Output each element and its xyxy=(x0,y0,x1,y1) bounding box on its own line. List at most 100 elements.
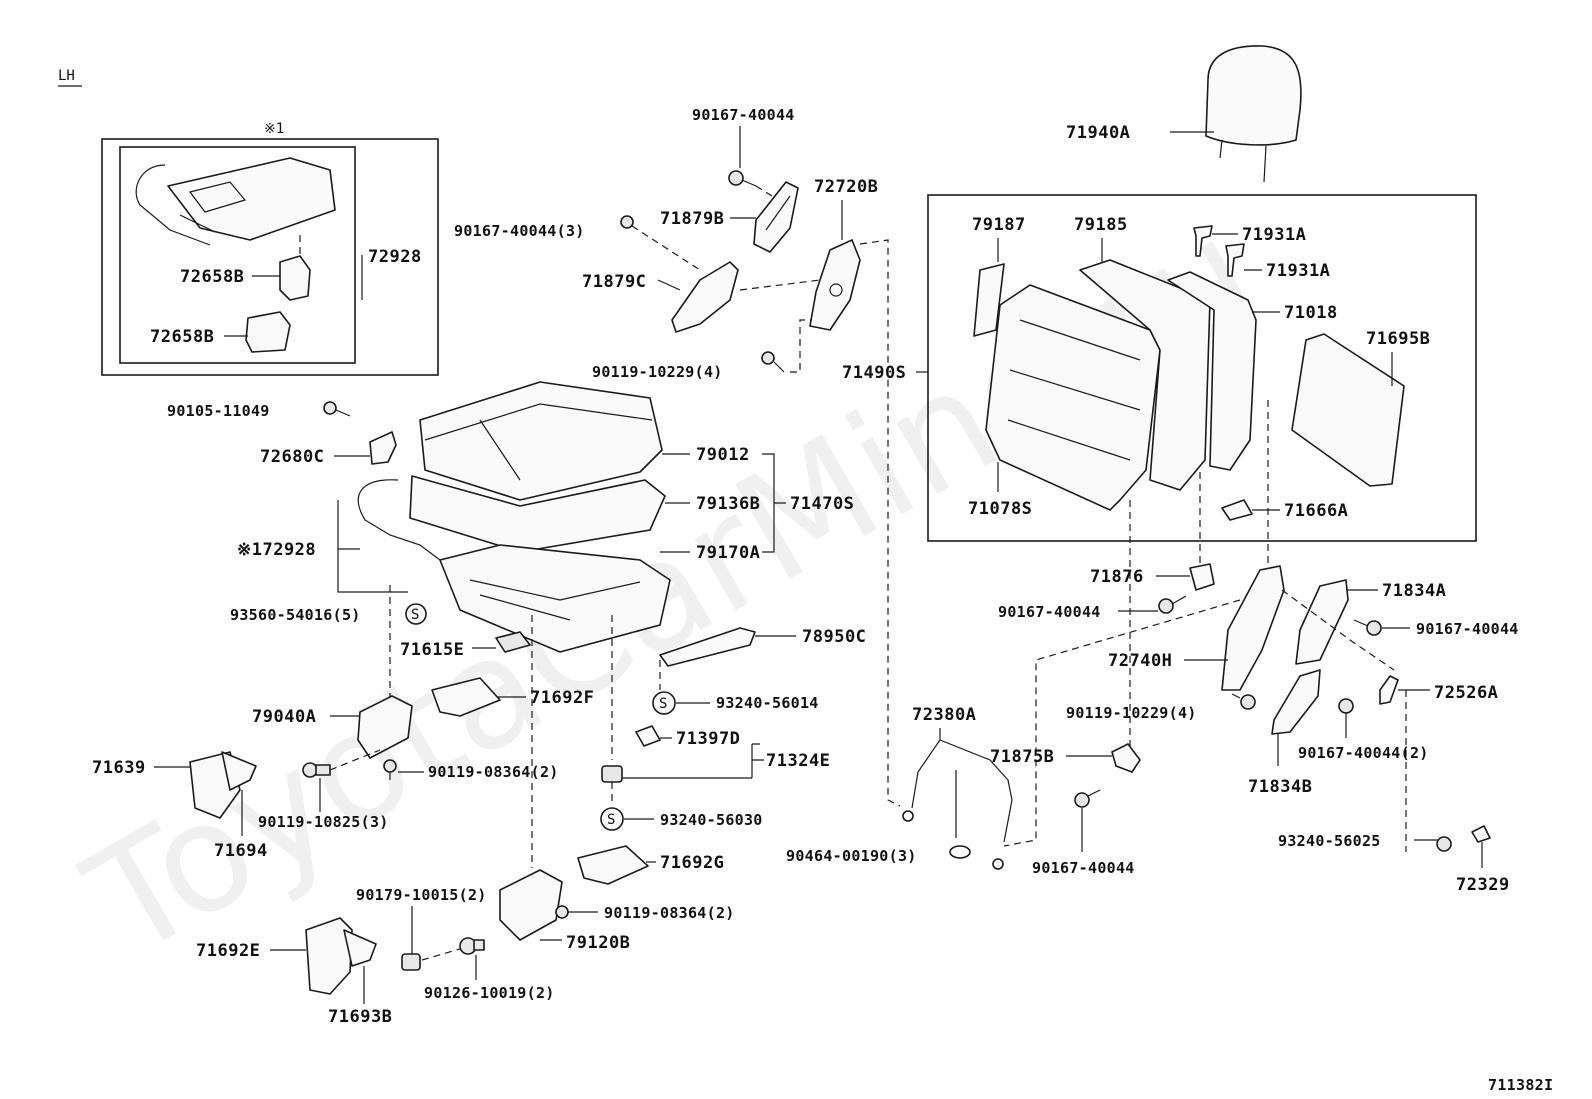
label-90464-00190: 90464-00190(3) xyxy=(786,847,917,865)
label-71931a-a: 71931A xyxy=(1242,225,1306,245)
label-79170a: 79170A xyxy=(696,543,760,563)
label-71879c: 71879C xyxy=(582,272,646,292)
label-71666a: 71666A xyxy=(1284,501,1348,521)
bolt-90167-40044-d-icon xyxy=(1353,619,1382,636)
part-71018-frame xyxy=(1167,271,1257,471)
part-71931a-guide-b-icon xyxy=(1225,243,1245,277)
part-79170a-seat-frame xyxy=(439,544,671,653)
label-72380a: 72380A xyxy=(912,705,976,725)
part-79040a-bracket xyxy=(357,695,413,759)
label-71834b: 71834B xyxy=(1248,777,1312,797)
label-note-72928: ※172928 xyxy=(237,540,316,560)
label-79040a: 79040A xyxy=(252,707,316,727)
label-90167-40044-d: 90167-40044 xyxy=(1416,620,1519,638)
label-72526a: 72526A xyxy=(1434,683,1498,703)
part-71615e xyxy=(495,631,531,653)
part-71666a-clip xyxy=(1221,499,1253,521)
part-72740h-bracket xyxy=(1221,565,1285,691)
label-90167-40044-2: 90167-40044(2) xyxy=(1298,744,1429,762)
label-90179-10015: 90179-10015(2) xyxy=(356,886,487,904)
bracket-71324e xyxy=(751,743,764,778)
label-71470s: 71470S xyxy=(790,494,854,514)
part-71879c-cover xyxy=(671,261,739,333)
label-79120b: 79120B xyxy=(566,933,630,953)
label-71694: 71694 xyxy=(214,841,268,861)
part-79012-cushion-cover xyxy=(419,381,663,501)
part-71692e-cover xyxy=(305,917,353,995)
label-71018: 71018 xyxy=(1284,303,1338,323)
bolt-90105-11049-icon xyxy=(323,401,351,417)
part-71876-clip xyxy=(1189,563,1215,591)
seatback-frame-box xyxy=(927,194,1477,542)
part-71078s-seatback xyxy=(985,284,1161,511)
clamp-90464-00190-icon xyxy=(949,845,971,859)
svg-text:S: S xyxy=(659,696,667,712)
part-71692g xyxy=(577,845,649,885)
bracket-71470s xyxy=(762,453,786,553)
label-71879b: 71879B xyxy=(660,209,724,229)
screw-93240-56030-symbol: S xyxy=(600,807,624,831)
label-90119-08364-b: 90119-08364(2) xyxy=(604,904,735,922)
label-72658b-a: 72658B xyxy=(180,267,244,287)
side-label: LH xyxy=(58,68,75,84)
label-90119-10229-b: 90119-10229(4) xyxy=(1066,704,1197,722)
label-71695b: 71695B xyxy=(1366,329,1430,349)
part-71692f xyxy=(431,677,501,717)
guide-72380a xyxy=(1003,599,1241,847)
cable-72928 xyxy=(357,479,441,561)
part-71693b-cover xyxy=(343,929,377,967)
label-71931a-b: 71931A xyxy=(1266,261,1330,281)
bolt-90119-10229-a-icon xyxy=(761,351,785,373)
label-90167-40044-top: 90167-40044 xyxy=(692,106,795,124)
part-72329-clip xyxy=(1471,825,1491,843)
label-93240-56030: 93240-56030 xyxy=(660,811,763,829)
part-79185-pad xyxy=(1079,259,1211,491)
part-71931a-guide-a-icon xyxy=(1193,225,1213,257)
bolt-90126-10019-icon xyxy=(459,937,485,955)
bolt-90119-08364-a-icon xyxy=(383,759,397,780)
part-79120b-bracket xyxy=(499,869,563,941)
label-71876: 71876 xyxy=(1090,567,1144,587)
footer-code: 711382I xyxy=(1488,1076,1553,1094)
screw-93240-56025-icon xyxy=(1436,836,1452,852)
part-71695b-board xyxy=(1291,333,1405,487)
inset-inner-frame xyxy=(119,146,356,364)
label-72720b: 72720B xyxy=(814,177,878,197)
label-79185: 79185 xyxy=(1074,215,1128,235)
part-72720b-recliner xyxy=(809,239,861,331)
label-72680c: 72680C xyxy=(260,447,324,467)
label-90105-11049: 90105-11049 xyxy=(167,402,270,420)
label-79187: 79187 xyxy=(972,215,1026,235)
label-90167-40044-3: 90167-40044(3) xyxy=(454,222,585,240)
inset-seat-frame-drawing xyxy=(135,157,336,246)
inset-outer-frame xyxy=(101,138,439,376)
part-72380a-cable xyxy=(902,728,1013,870)
bolt-90167-40044-e-icon xyxy=(1074,789,1101,808)
part-71834a-cover xyxy=(1295,579,1349,665)
label-79012: 79012 xyxy=(696,445,750,465)
label-90167-40044-e: 90167-40044 xyxy=(1032,859,1135,877)
label-93560-54016: 93560-54016(5) xyxy=(230,606,361,624)
label-90119-08364-a: 90119-08364(2) xyxy=(428,763,559,781)
part-71834b-cover xyxy=(1271,669,1321,735)
label-71834a: 71834A xyxy=(1382,581,1446,601)
label-71078s: 71078S xyxy=(968,499,1032,519)
label-71324e: 71324E xyxy=(766,751,830,771)
label-71875b: 71875B xyxy=(990,747,1054,767)
part-72658b-upper xyxy=(279,235,311,301)
label-72740h: 72740H xyxy=(1108,651,1172,671)
part-71875b-clip xyxy=(1111,743,1141,773)
label-90119-10825: 90119-10825(3) xyxy=(258,813,389,831)
label-71615e: 71615E xyxy=(400,640,464,660)
label-78950c: 78950C xyxy=(802,627,866,647)
label-72928-inset: 72928 xyxy=(368,247,422,267)
part-71324e-cap xyxy=(601,765,623,783)
part-72658b-lower xyxy=(245,311,291,353)
guide-71490s xyxy=(859,239,901,807)
screw-93560-54016-symbol: S xyxy=(405,603,427,625)
part-71397d-clip xyxy=(635,725,661,747)
label-90119-10229-a: 90119-10229(4) xyxy=(592,363,723,381)
part-71879b-cover xyxy=(753,181,799,253)
label-71639: 71639 xyxy=(92,758,146,778)
